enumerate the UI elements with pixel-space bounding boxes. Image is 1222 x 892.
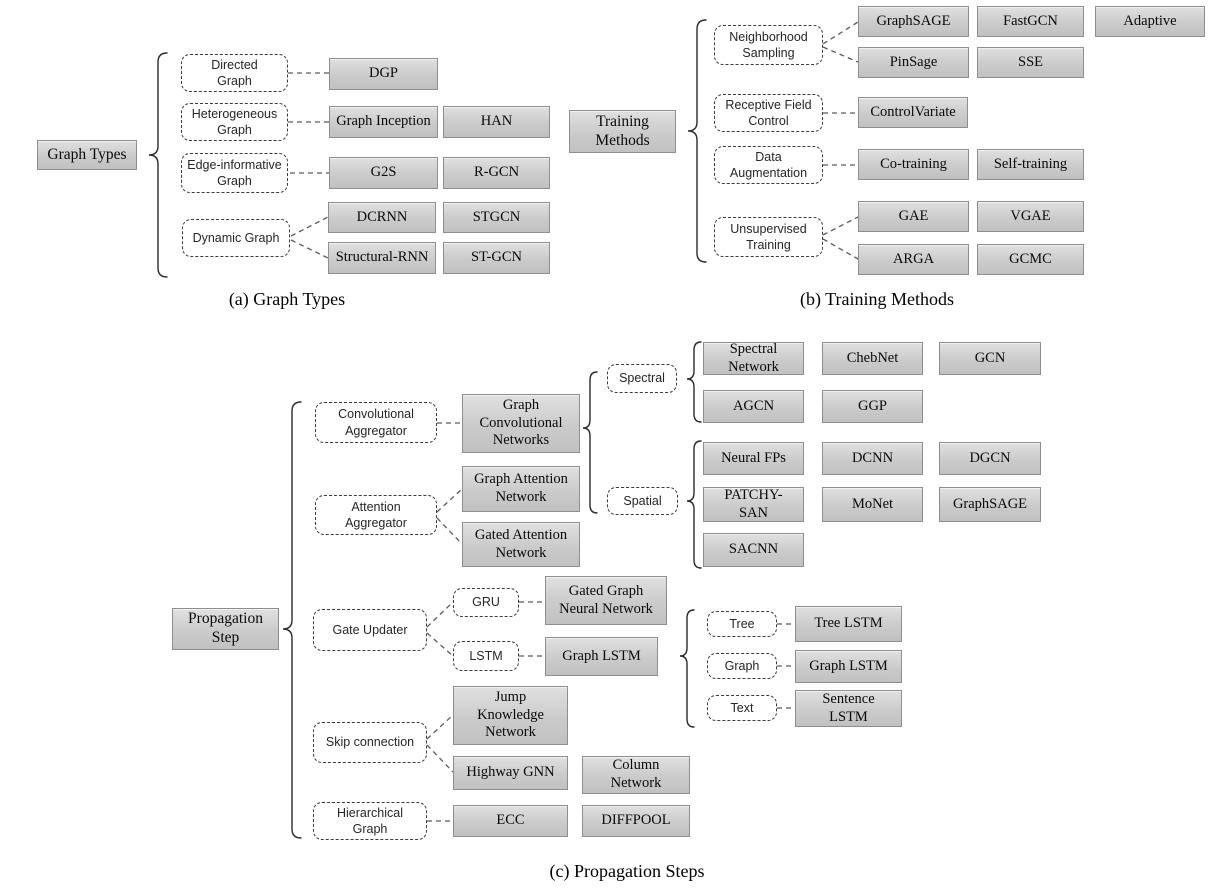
- caption-b: (b) Training Methods: [799, 289, 954, 309]
- caption-c: (c) Propagation Steps: [549, 861, 705, 881]
- node-fastgcn: FastGCN: [977, 6, 1084, 37]
- category-hierarchical-graph: Hierarchical Graph: [313, 802, 427, 840]
- brace-graph-lstm-variants: [679, 609, 695, 728]
- category-receptive-field-control: Receptive Field Control: [714, 94, 823, 132]
- category-convolutional-aggregator: Convolutional Aggregator: [315, 402, 437, 443]
- node-graphsage-b: GraphSAGE: [858, 6, 969, 37]
- node-graph-lstm-main: Graph LSTM: [545, 637, 658, 676]
- node-monet: MoNet: [822, 487, 923, 522]
- node-patchy-san: PATCHY- SAN: [703, 487, 804, 522]
- node-vgae: VGAE: [977, 201, 1084, 232]
- node-controlvariate: ControlVariate: [858, 97, 968, 128]
- node-dcrnn: DCRNN: [328, 202, 436, 233]
- connector: [822, 21, 859, 45]
- caption-a: (a) Graph Types: [228, 289, 346, 309]
- brace-graph-types: [148, 52, 168, 278]
- node-ecc: ECC: [453, 805, 568, 837]
- brace-gcn-split: [582, 371, 598, 514]
- node-highway-gnn: Highway GNN: [453, 756, 568, 790]
- category-spectral: Spectral: [607, 364, 677, 393]
- category-skip-connection: Skip connection: [313, 722, 427, 763]
- node-st-gcn: ST-GCN: [443, 242, 550, 274]
- connector: [426, 601, 454, 628]
- brace-spatial-children: [686, 440, 702, 569]
- connector: [426, 714, 454, 740]
- node-graph-lstm-variant: Graph LSTM: [795, 650, 902, 683]
- node-sentence-lstm: Sentence LSTM: [795, 690, 902, 727]
- root-propagation-step: Propagation Step: [172, 608, 279, 650]
- brace-spectral-children: [686, 341, 702, 423]
- connector: [436, 517, 463, 545]
- category-directed-graph: Directed Graph: [181, 54, 288, 92]
- category-edge-informative-graph: Edge-informative Graph: [181, 153, 288, 193]
- category-data-augmentation: Data Augmentation: [714, 146, 823, 184]
- category-dynamic-graph: Dynamic Graph: [182, 219, 290, 257]
- connector: [436, 488, 463, 513]
- node-gcmc: GCMC: [977, 244, 1084, 275]
- node-agcn: AGCN: [703, 390, 804, 423]
- node-graphsage-c: GraphSAGE: [939, 487, 1041, 522]
- category-lstm: LSTM: [453, 641, 519, 671]
- category-gru: GRU: [453, 588, 519, 617]
- node-ggp: GGP: [822, 390, 923, 423]
- node-adaptive: Adaptive: [1095, 6, 1205, 37]
- node-gae: GAE: [858, 201, 969, 232]
- category-heterogeneous-graph: Heterogeneous Graph: [181, 103, 288, 141]
- brace-training-methods: [687, 19, 707, 263]
- node-tree-lstm: Tree LSTM: [795, 606, 902, 642]
- node-gcn: GCN: [939, 342, 1041, 375]
- node-neural-fps: Neural FPs: [703, 442, 804, 475]
- node-arga: ARGA: [858, 244, 969, 275]
- connector: [822, 238, 859, 260]
- node-co-training: Co-training: [858, 149, 969, 180]
- category-unsupervised-training: Unsupervised Training: [714, 217, 823, 257]
- node-dcnn: DCNN: [822, 442, 923, 475]
- connector: [426, 632, 454, 657]
- connector: [290, 239, 329, 259]
- category-neighborhood-sampling: Neighborhood Sampling: [714, 25, 823, 65]
- node-jump-knowledge-network: Jump Knowledge Network: [453, 686, 568, 745]
- root-training-methods: Training Methods: [569, 110, 676, 153]
- node-sacnn: SACNN: [703, 533, 804, 567]
- node-gated-attention-network: Gated Attention Network: [462, 522, 580, 567]
- category-tree: Tree: [707, 611, 777, 637]
- connector: [426, 744, 454, 773]
- node-r-gcn: R-GCN: [443, 157, 550, 189]
- category-graph: Graph: [707, 653, 777, 679]
- node-gated-graph-neural-network: Gated Graph Neural Network: [545, 576, 667, 625]
- node-han: HAN: [443, 106, 550, 138]
- connector: [822, 216, 859, 236]
- node-g2s: G2S: [329, 157, 438, 189]
- node-spectral-network: Spectral Network: [703, 341, 804, 375]
- node-column-network: Column Network: [582, 756, 690, 794]
- category-text: Text: [707, 695, 777, 721]
- node-sse: SSE: [977, 47, 1084, 78]
- node-pinsage: PinSage: [858, 47, 969, 78]
- node-graph-convolutional-networks: Graph Convolutional Networks: [462, 394, 580, 453]
- brace-propagation-step: [282, 401, 302, 839]
- node-graph-inception: Graph Inception: [329, 106, 438, 138]
- node-graph-attention-network: Graph Attention Network: [462, 466, 580, 512]
- node-diffpool: DIFFPOOL: [582, 805, 690, 837]
- category-spatial: Spatial: [607, 487, 678, 515]
- node-dgp: DGP: [329, 58, 438, 90]
- category-attention-aggregator: Attention Aggregator: [315, 495, 437, 535]
- connector: [822, 46, 859, 63]
- connector: [290, 216, 329, 237]
- node-chebnet: ChebNet: [822, 342, 923, 375]
- node-self-training: Self-training: [977, 149, 1084, 180]
- node-structural-rnn: Structural-RNN: [328, 242, 436, 274]
- root-graph-types: Graph Types: [37, 140, 137, 170]
- node-dgcn: DGCN: [939, 442, 1041, 475]
- node-stgcn: STGCN: [443, 202, 550, 233]
- category-gate-updater: Gate Updater: [313, 609, 427, 651]
